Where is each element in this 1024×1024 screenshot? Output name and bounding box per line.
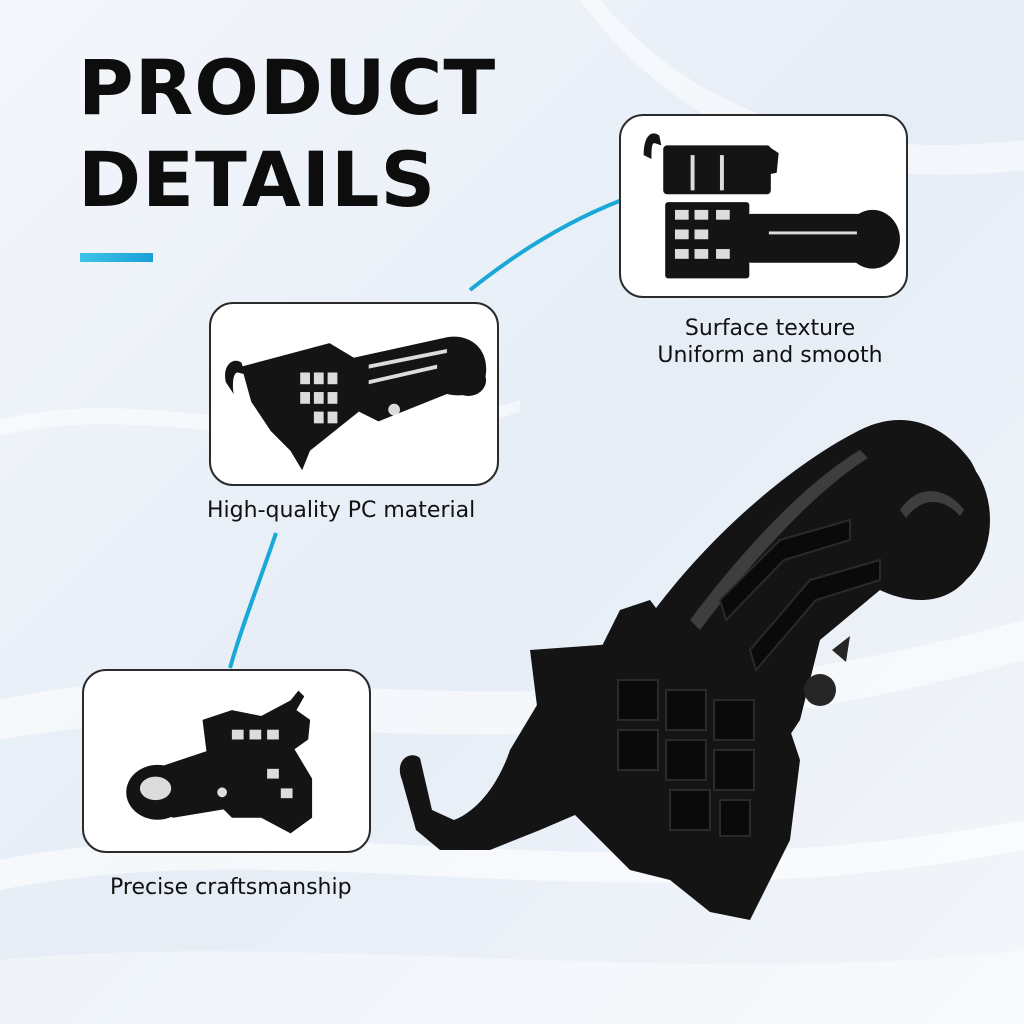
page-title: PRODUCT DETAILS bbox=[78, 42, 496, 226]
plastic-part-angled-view-image bbox=[225, 336, 487, 471]
plastic-part-side-view-image bbox=[643, 133, 900, 279]
caption-surface-texture: Surface texture Uniform and smooth bbox=[620, 315, 920, 369]
caption-material: High-quality PC material bbox=[207, 498, 476, 523]
plastic-part-top-view-image bbox=[126, 690, 313, 834]
caption-surface-line-1: Surface texture bbox=[684, 316, 856, 341]
feature-card-craftsmanship bbox=[82, 669, 371, 853]
caption-surface-line-2: Uniform and smooth bbox=[657, 343, 883, 368]
feature-card-surface bbox=[619, 114, 908, 298]
title-line-2: DETAILS bbox=[78, 135, 437, 224]
feature-card-material bbox=[209, 302, 499, 486]
plastic-part-closeup-image bbox=[399, 420, 990, 920]
caption-craftsmanship: Precise craftsmanship bbox=[110, 875, 352, 900]
title-line-1: PRODUCT bbox=[78, 43, 497, 132]
accent-bar bbox=[80, 253, 153, 262]
